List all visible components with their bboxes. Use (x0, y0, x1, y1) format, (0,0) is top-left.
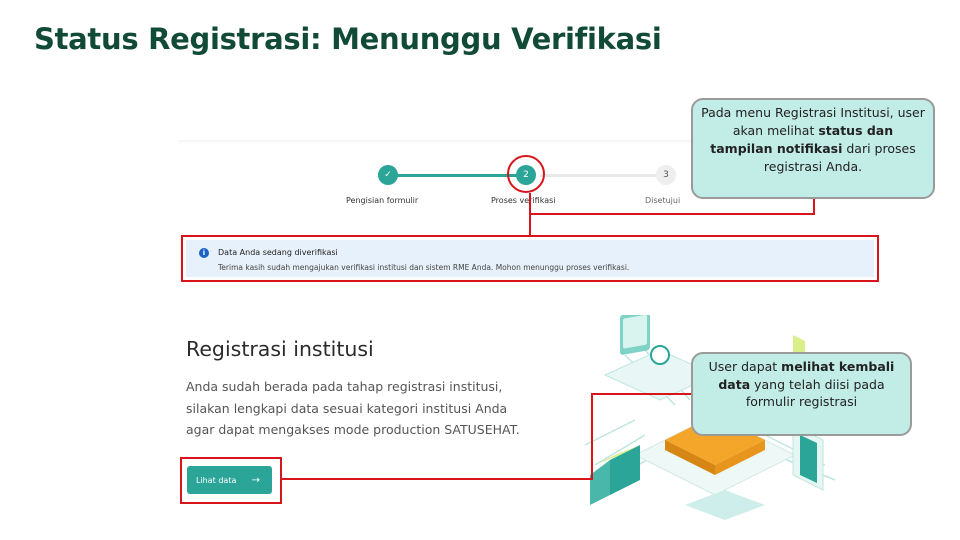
button-highlight-frame: Lihat data → (180, 457, 282, 504)
connector-line (529, 193, 531, 235)
screenshot-top-edge (178, 140, 878, 144)
step-3-circle: 3 (656, 165, 676, 185)
callout-bottom-text-2: yang telah diisi pada formulir registras… (745, 376, 885, 410)
step-1-check-icon: ✓ (378, 165, 398, 185)
connector-line (813, 199, 815, 214)
callout-top-text-2: dari proses registrasi Anda. (763, 141, 916, 174)
callout-bottom-bold: melihat kembali data (718, 359, 895, 392)
callout-top-text-1: Pada menu Registrasi Institusi, user aka… (701, 105, 925, 138)
registration-description: Anda sudah berada pada tahap registrasi … (186, 379, 520, 437)
callout-bottom-text-1: User dapat (708, 359, 782, 374)
slide-title: Status Registrasi: Menunggu Verifikasi (34, 22, 662, 56)
step-2-highlight-ring (507, 155, 545, 193)
notification-highlight-frame: i Data Anda sedang diverifikasi Terima k… (181, 235, 879, 282)
connector-line (591, 393, 691, 395)
notification-description: Terima kasih sudah mengajukan verifikasi… (218, 263, 630, 272)
callout-top-bold: status dan tampilan notifikasi (710, 123, 894, 156)
view-data-button[interactable]: Lihat data → (187, 466, 272, 494)
step-2-label: Proses verifikasi (491, 196, 556, 205)
arrow-right-icon: → (251, 474, 260, 486)
step-3-label: Disetujui (645, 196, 681, 205)
connector-line (529, 213, 815, 215)
verification-notification: i Data Anda sedang diverifikasi Terima k… (186, 240, 874, 277)
step-1-label: Pengisian formulir (346, 196, 419, 205)
view-data-callout: User dapat melihat kembali data yang tel… (691, 352, 912, 436)
stepper-line-pending (540, 174, 668, 177)
connector-line (591, 393, 593, 480)
notification-callout: Pada menu Registrasi Institusi, user aka… (691, 98, 935, 199)
notification-title: Data Anda sedang diverifikasi (218, 248, 338, 257)
connector-line (282, 478, 593, 480)
registration-title: Registrasi institusi (186, 337, 374, 361)
stepper-line-completed (390, 174, 525, 177)
view-data-button-label: Lihat data (196, 475, 237, 485)
info-icon: i (199, 248, 209, 258)
